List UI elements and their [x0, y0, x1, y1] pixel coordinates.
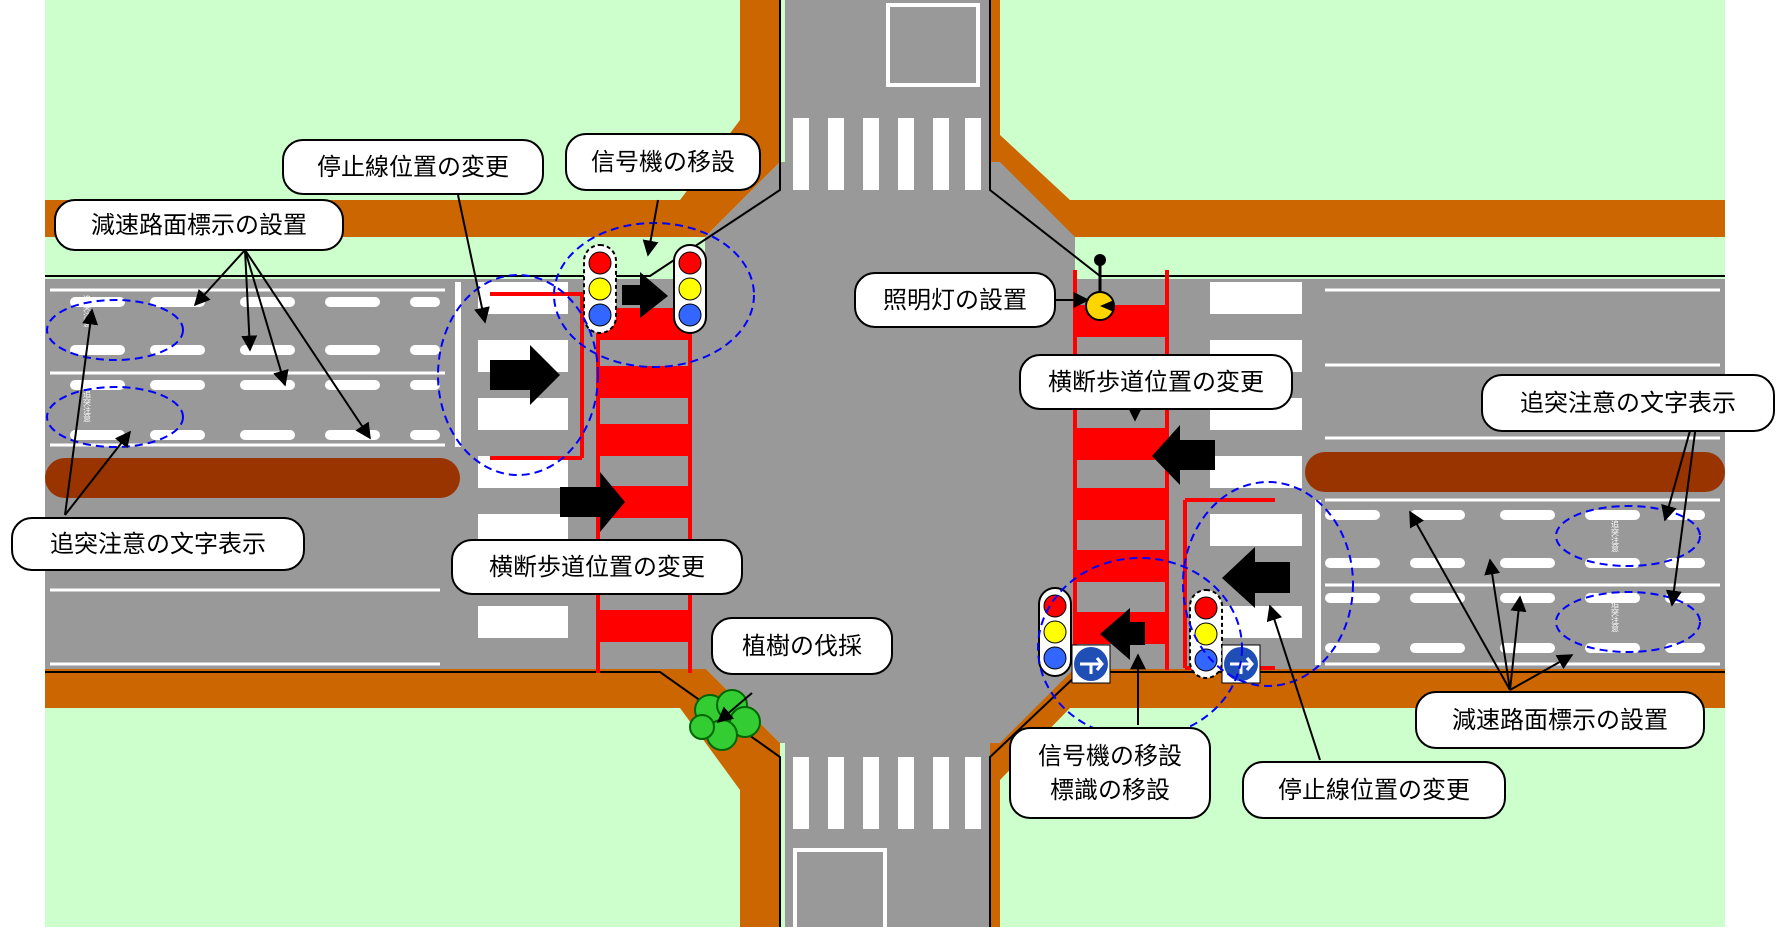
crosswalk-bottom: [793, 757, 981, 931]
direction-arrow-icon: [1152, 425, 1215, 485]
callout-crosswalk-left: 横断歩道位置の変更: [451, 539, 743, 595]
label-tree-felling: 植樹の伐採: [742, 632, 862, 660]
median-left: [45, 458, 460, 498]
road-sign-icon: [1071, 644, 1111, 684]
new-stop-line-left: [490, 292, 584, 460]
speed-marking-dashes-left: [70, 297, 440, 440]
callout-signal-relocation-top: 信号機の移設: [565, 133, 761, 191]
label-signal-relocation-bottom-1: 信号機の移設: [1038, 742, 1182, 770]
direction-arrow-icon: [560, 472, 625, 532]
label-signal-relocation-bottom-2: 標識の移設: [1050, 776, 1170, 804]
callout-rear-end-text-left: 追突注意の文字表示: [11, 517, 305, 571]
crosswalk-top: [793, 3, 981, 190]
direction-arrow-icons: [490, 272, 1290, 660]
traffic-signal-icon: [1038, 587, 1072, 677]
old-stop-line-right: [1315, 500, 1321, 665]
traffic-signal-icon: [583, 244, 617, 334]
label-speed-marking-left: 減速路面標示の設置: [91, 211, 307, 239]
label-stop-line-left: 停止線位置の変更: [317, 153, 509, 181]
label-lighting: 照明灯の設置: [883, 286, 1027, 314]
lane-lines: [50, 288, 1720, 666]
label-stop-line-right: 停止線位置の変更: [1278, 776, 1470, 804]
median-right: [1305, 452, 1725, 492]
road-text-rear-end-right-1: 追突注意: [1611, 519, 1620, 552]
direction-arrow-icon: [490, 345, 560, 405]
road-text-rear-end-left-2: 追突注意: [83, 389, 92, 422]
label-speed-marking-right: 減速路面標示の設置: [1452, 706, 1668, 734]
callout-crosswalk-right: 横断歩道位置の変更: [1019, 354, 1293, 410]
traffic-signal-icon: [1189, 589, 1223, 679]
old-stop-line-left: [455, 282, 461, 447]
road-text-rear-end-right-2: 追突注意: [1611, 599, 1620, 632]
label-rear-end-text-right: 追突注意の文字表示: [1520, 389, 1736, 417]
label-rear-end-text-left: 追突注意の文字表示: [50, 530, 266, 558]
callout-speed-marking-left: 減速路面標示の設置: [54, 199, 344, 251]
speed-marking-dashes-right: [1325, 510, 1705, 653]
label-signal-relocation-top: 信号機の移設: [591, 148, 735, 176]
direction-arrow-icon: [1222, 547, 1290, 608]
callout-rear-end-text-right: 追突注意の文字表示: [1481, 374, 1775, 432]
callout-arrows: [64, 194, 1701, 761]
callout-stop-line-right: 停止線位置の変更: [1242, 761, 1506, 819]
label-crosswalk-right: 横断歩道位置の変更: [1048, 368, 1264, 396]
callout-lighting: 照明灯の設置: [854, 272, 1056, 328]
callout-signal-relocation-bottom: 信号機の移設 標識の移設: [1009, 727, 1211, 819]
label-crosswalk-left: 横断歩道位置の変更: [489, 553, 705, 581]
direction-arrow-icon: [622, 272, 668, 318]
road-text-right: 追突注意 追突注意: [1611, 519, 1620, 632]
callout-stop-line-left: 停止線位置の変更: [282, 139, 544, 195]
callout-tree-felling: 植樹の伐採: [711, 617, 893, 675]
callout-speed-marking-right: 減速路面標示の設置: [1415, 691, 1705, 749]
direction-arrow-icon: [1100, 608, 1145, 660]
highlight-ellipses: [46, 222, 1701, 739]
traffic-signal-icon: [673, 244, 707, 334]
